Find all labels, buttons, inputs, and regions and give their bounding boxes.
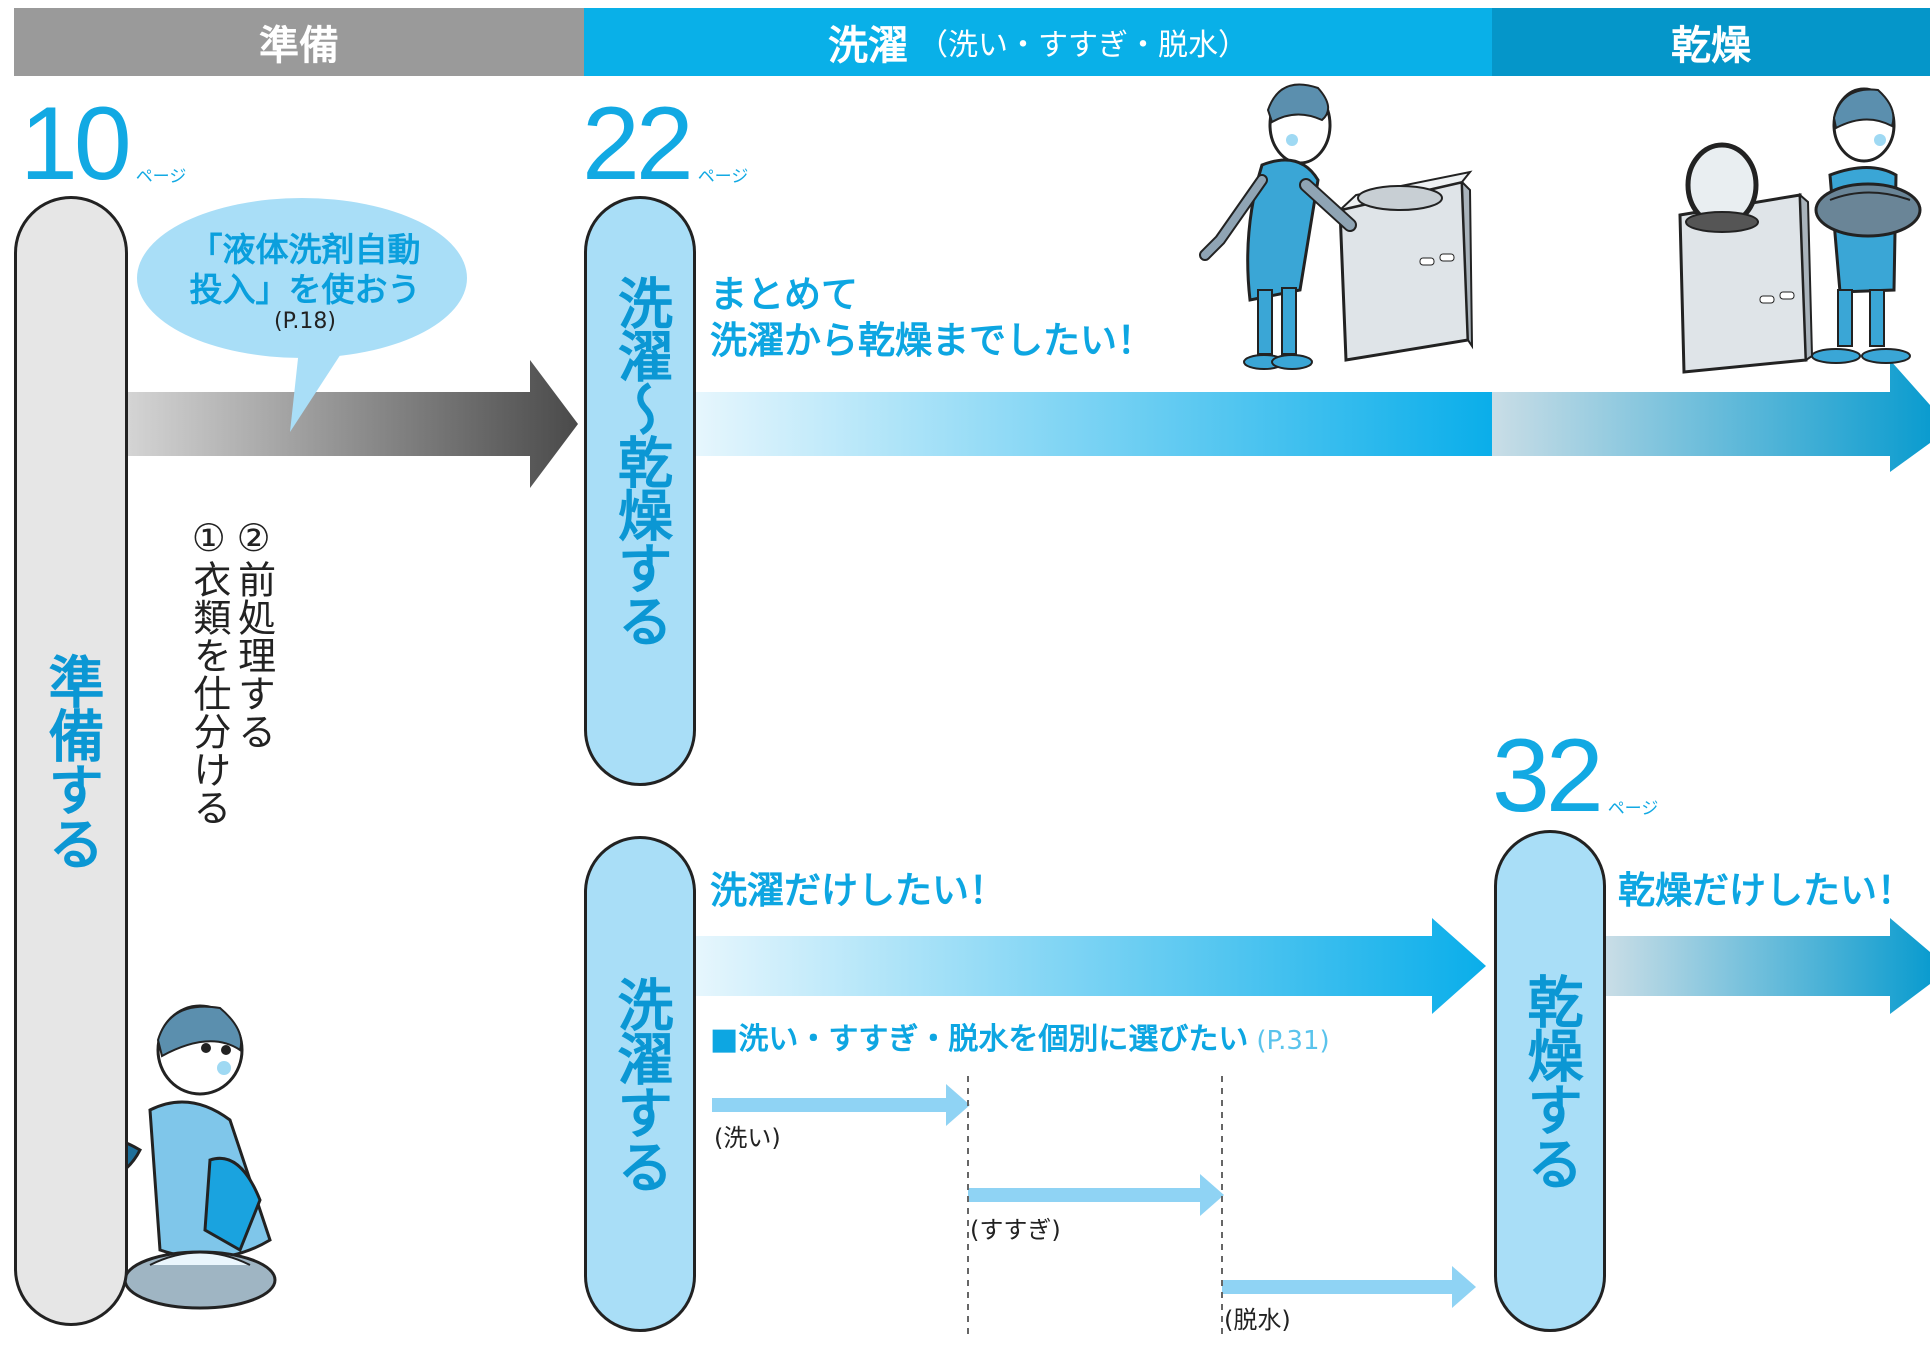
- dry-only-arrow: [1606, 918, 1930, 1014]
- wash-dry-pill-label: 洗濯〜乾燥する: [608, 275, 673, 646]
- prepare-pill: 準備する: [14, 196, 128, 1326]
- wash-dry-flow-line1: まとめて: [710, 273, 858, 316]
- wash-dry-pill: 洗濯〜乾燥する: [584, 196, 696, 786]
- dry-only-label: 乾燥だけしたい！: [1618, 869, 1914, 912]
- wash-only-label: 洗濯だけしたい！: [710, 869, 1006, 912]
- rinse-step-arrow: [968, 1174, 1224, 1216]
- wash-step-arrow: [712, 1084, 970, 1126]
- prep-step-2: ②前処理する: [231, 516, 276, 750]
- spin-step-arrow: [1222, 1266, 1476, 1308]
- wash-pill: 洗濯する: [584, 836, 696, 1332]
- bubble-ref: (P.18): [274, 309, 336, 335]
- page-ref-wash-number: 22: [582, 86, 694, 202]
- header-wash-sub: （洗い・すすぎ・脱水）: [918, 28, 1248, 63]
- step-rinse-label: (すすぎ): [970, 1216, 1061, 1244]
- bubble-text[interactable]: 「液体洗剤自動 投入」を使おう (P.18): [150, 230, 460, 334]
- page-ref-wash[interactable]: 22 ページ: [582, 86, 749, 202]
- wash-only-arrow: [696, 918, 1486, 1014]
- dry-pill-label: 乾燥する: [1518, 973, 1583, 1189]
- speech-bubble: [137, 198, 467, 432]
- header-prep-label: 準備: [259, 23, 339, 69]
- page-ref-prep-unit: ページ: [135, 167, 187, 188]
- header-wash-label: 洗濯: [828, 23, 908, 69]
- prep-steps: ②前処理する ①衣類を仕分ける: [186, 516, 276, 876]
- step-spin-label: (脱水): [1224, 1306, 1291, 1334]
- wash-dry-arrow: [696, 360, 1930, 472]
- page-ref-wash-unit: ページ: [697, 167, 749, 188]
- dry-pill: 乾燥する: [1494, 830, 1606, 1332]
- page-ref-dry-unit: ページ: [1607, 799, 1659, 820]
- woman-with-basket-illustration: [1678, 87, 1922, 374]
- prep-step-1: ①衣類を仕分ける: [186, 516, 231, 826]
- woman-pressing-washer-illustration: [1199, 83, 1474, 370]
- wash-dry-flow-line2: 洗濯から乾燥までしたい！: [710, 319, 1154, 363]
- header-dry-label: 乾燥: [1671, 23, 1751, 69]
- wash-pill-label: 洗濯する: [608, 976, 673, 1192]
- wash-dry-flow-label: まとめて 洗濯から乾燥までしたい！: [710, 272, 1154, 365]
- bubble-line1: 「液体洗剤自動: [189, 230, 421, 269]
- bubble-line2: 投入」を使おう: [189, 269, 421, 309]
- page-ref-prep[interactable]: 10 ページ: [20, 86, 187, 202]
- header-prep: 準備: [14, 8, 584, 76]
- prep-arrow: [128, 360, 578, 488]
- page-ref-dry[interactable]: 32 ページ: [1492, 718, 1659, 834]
- page-ref-dry-number: 32: [1492, 718, 1604, 834]
- prepare-pill-label: 準備する: [39, 653, 104, 869]
- individual-heading-text: ■洗い・すすぎ・脱水を個別に選びたい: [710, 1022, 1249, 1057]
- individual-heading[interactable]: ■洗い・すすぎ・脱水を個別に選びたい(P.31): [710, 1014, 1330, 1058]
- individual-ref: (P.31): [1256, 1026, 1330, 1056]
- header-dry: 乾燥: [1492, 8, 1930, 76]
- step-wash-label: (洗い): [714, 1124, 781, 1152]
- page-ref-prep-number: 10: [20, 86, 132, 202]
- header-wash: 洗濯 （洗い・すすぎ・脱水）: [584, 8, 1492, 76]
